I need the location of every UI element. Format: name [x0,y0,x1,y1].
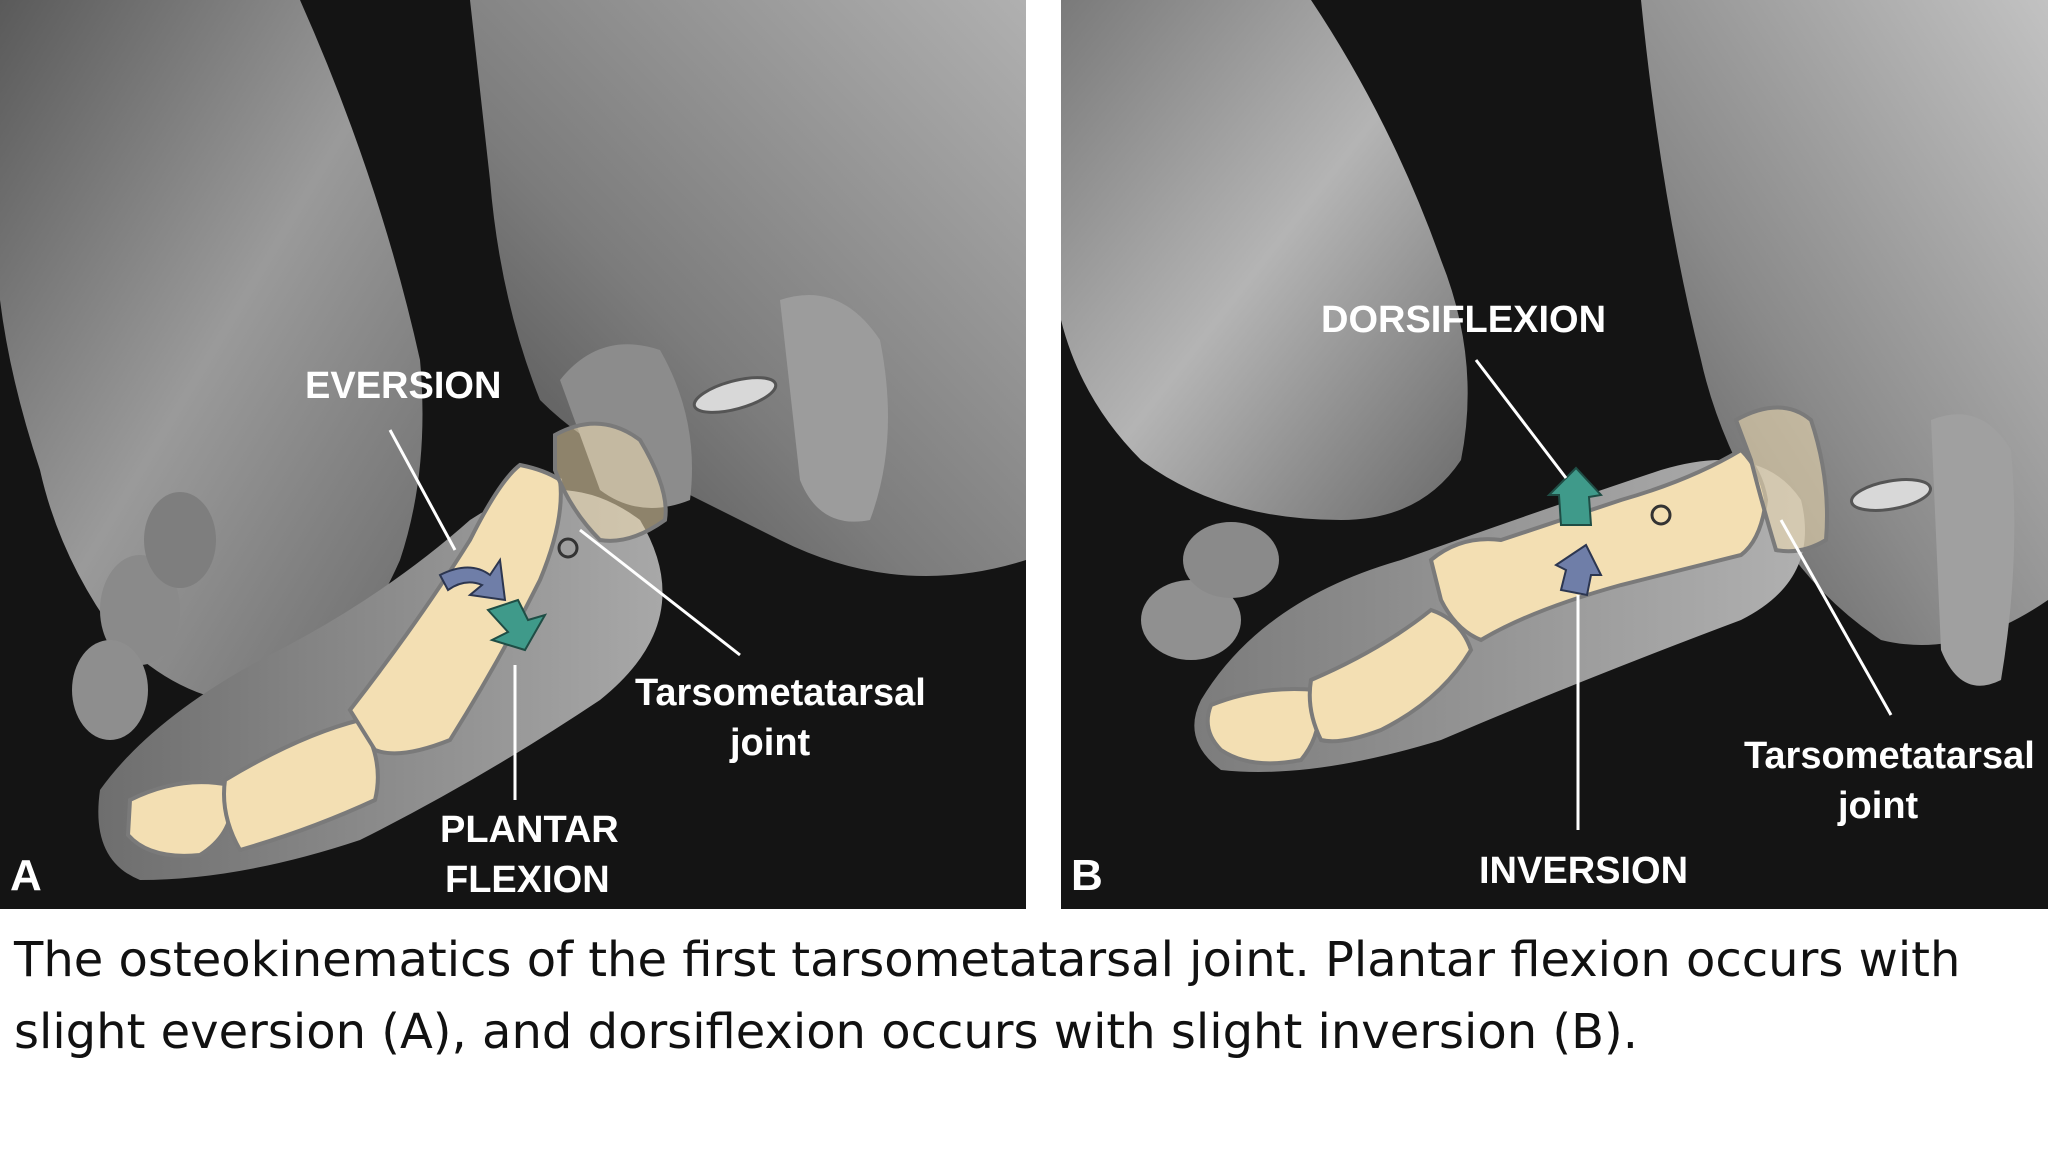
label-plantar: PLANTAR [440,809,619,851]
caption-line-2: slight eversion (A), and dorsiflexion oc… [14,1004,1639,1060]
photo-panel-b: DORSIFLEXION INVERSION Tarsometatarsal j… [1061,0,2048,909]
proximal-phalanx-bone [1307,607,1474,744]
panel-a-illustration: EVERSION PLANTAR FLEXION Tarsometatarsal… [0,0,1026,909]
panel-letter-b: B [1071,851,1103,900]
wedding-ring [1850,478,1932,512]
patient-toe [1141,580,1241,660]
joint-axis-marker [557,537,579,559]
wedding-ring [692,376,778,414]
panel-letter-a: A [10,851,42,900]
dorsiflexion-arrow-icon [1546,466,1603,526]
distal-phalanx-bone [1205,687,1321,766]
label-eversion: EVERSION [305,365,501,407]
first-ray-bones [125,421,668,858]
figure-caption: The osteokinematics of the first tarsome… [14,924,2024,1068]
joint-leader-line [579,528,741,657]
eversion-arrow-icon [438,557,507,602]
inversion-arrow-icon [1554,543,1603,597]
label-joint-line2: joint [729,722,811,764]
joint-leader-line [1779,519,1893,716]
label-joint-line2: joint [1837,785,1919,827]
photo-panel-a: EVERSION PLANTAR FLEXION Tarsometatarsal… [0,0,1026,909]
proximal-phalanx-bone [222,717,380,853]
examiner-finger [1931,414,2015,686]
patient-toe [100,555,180,665]
label-joint-line1: Tarsometatarsal [635,672,926,714]
medial-cuneiform-bone [1733,405,1829,554]
caption-line-1: The osteokinematics of the first tarsome… [14,932,1961,988]
medial-cuneiform-bone [553,421,668,543]
examiner-left-hand [0,0,423,704]
patient-toe [1183,522,1279,598]
first-ray-bones [1205,405,1829,766]
panel-b-illustration: DORSIFLEXION INVERSION Tarsometatarsal j… [1061,0,2048,909]
label-joint-line1: Tarsometatarsal [1744,735,2035,777]
label-flexion: FLEXION [445,859,610,901]
examiner-finger [780,295,888,522]
patient-toe [144,492,216,588]
patient-toe [72,640,148,740]
plantar-flexion-arrow-icon [486,598,548,652]
label-inversion: INVERSION [1479,850,1688,892]
dorsiflexion-leader-line [1474,359,1568,479]
examiner-left-hand [1061,0,1468,520]
eversion-leader-line [388,429,457,551]
label-dorsiflexion: DORSIFLEXION [1321,299,1606,341]
joint-axis-marker [1650,504,1672,526]
